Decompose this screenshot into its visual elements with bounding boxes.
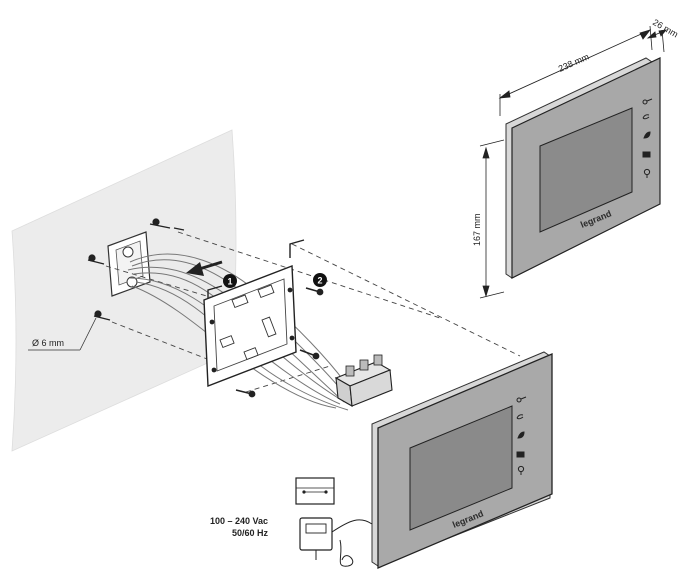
- terminal-block: [334, 354, 393, 408]
- monitor-icons: [516, 396, 527, 475]
- key-icon: [516, 396, 527, 403]
- step-1-badge: 1: [223, 274, 237, 288]
- height-dimension: [479, 139, 505, 299]
- width-label: 238 mm: [557, 51, 591, 73]
- drill-size-label: Ø 6 mm: [32, 338, 64, 348]
- bell-icon: [643, 131, 651, 139]
- power-cable: [331, 519, 373, 567]
- depth-dimension: [646, 29, 667, 53]
- insert-arrow: [186, 260, 223, 276]
- monitor-top-icons: [642, 98, 653, 178]
- svg-text:2: 2: [317, 276, 322, 286]
- monitor-installed-view: legrand: [371, 351, 553, 569]
- step-2-badge: 2: [313, 273, 327, 287]
- plug-1: [149, 218, 171, 229]
- monitor-dimension-view: legrand 238 mm 26 mm: [472, 17, 680, 299]
- bulb-icon: [643, 168, 651, 178]
- camera-icon: [642, 151, 651, 158]
- mounting-bracket: [203, 264, 297, 388]
- handset-icon: [642, 114, 650, 120]
- bell-icon: [517, 431, 525, 439]
- height-label: 167 mm: [472, 213, 482, 246]
- bracket-screws: [235, 287, 324, 398]
- handset-icon: [516, 414, 524, 420]
- screw-1: [305, 287, 324, 296]
- wall-plugs: [87, 218, 185, 321]
- camera-icon: [516, 451, 525, 458]
- bracket-corner-marker: [289, 239, 305, 258]
- plug-4: [173, 227, 185, 231]
- svg-text:1: 1: [227, 277, 232, 287]
- alignment-lines: [105, 231, 521, 393]
- din-rail-module: [295, 477, 335, 505]
- flush-box: [107, 231, 151, 297]
- key-icon: [642, 98, 653, 105]
- power-adapter: [299, 517, 373, 567]
- drill-label: Ø 6 mm: [28, 317, 97, 351]
- plug-3: [93, 310, 111, 321]
- bulb-icon: [517, 465, 525, 475]
- monitor-screen-top: [539, 107, 633, 233]
- power-supply-spec: 100 – 240 Vac 50/60 Hz: [210, 516, 269, 538]
- voltage-label: 100 – 240 Vac: [210, 516, 268, 526]
- monitor-screen: [409, 405, 513, 531]
- width-dimension: [498, 25, 653, 116]
- frequency-label: 50/60 Hz: [232, 528, 269, 538]
- plug-2: [87, 254, 105, 265]
- screw-2: [299, 349, 320, 360]
- screw-3: [235, 389, 256, 398]
